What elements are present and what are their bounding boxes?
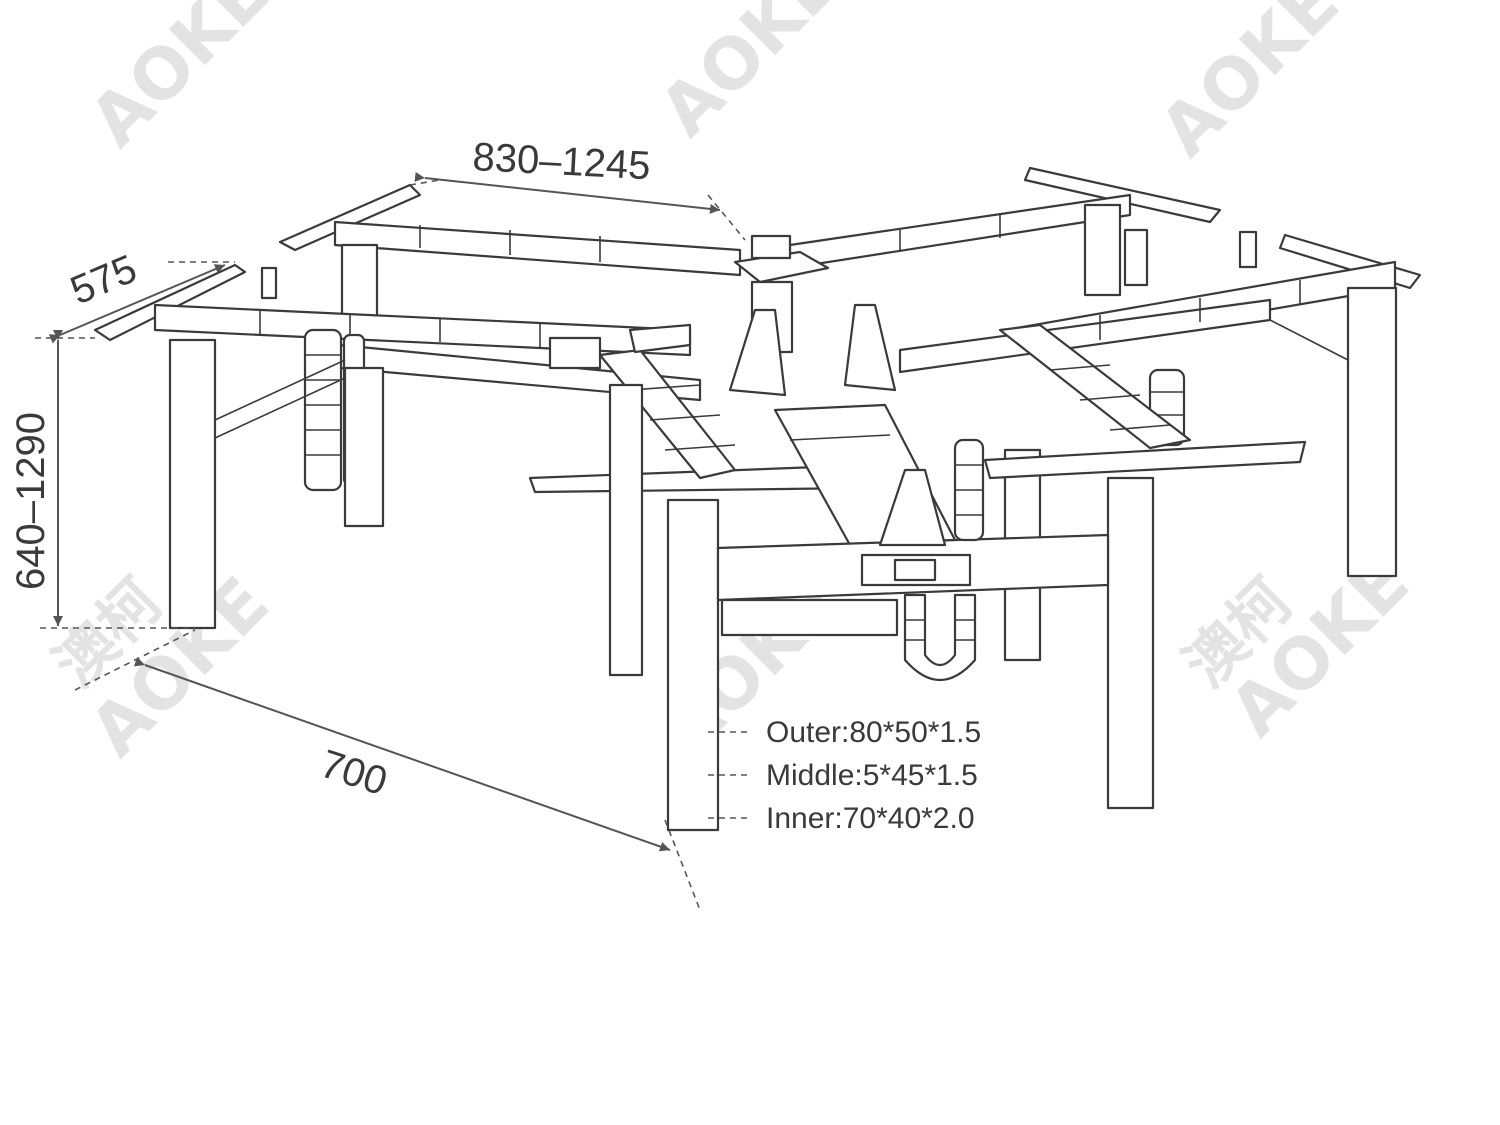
spec-inner: Inner:70*40*2.0 — [766, 802, 975, 835]
right-frame — [898, 230, 1422, 662]
spec-middle: Middle:5*45*1.5 — [766, 759, 978, 792]
dimension-lines — [35, 171, 750, 911]
depth-label: 575 — [64, 247, 143, 314]
front-left-frame — [528, 323, 872, 677]
height-range-label: 640–1290 — [9, 412, 53, 590]
spec-outer: Outer:80*50*1.5 — [766, 716, 981, 749]
center-hub — [728, 234, 897, 397]
back-right-frame — [788, 166, 1222, 297]
back-left-frame — [278, 183, 742, 337]
front-right-frame — [983, 323, 1307, 810]
watermark-text: AOKE — [1144, 0, 1355, 172]
front-center-assembly — [666, 403, 1110, 832]
width-span-label: 830–1245 — [472, 135, 652, 188]
length-label: 700 — [315, 742, 392, 804]
watermark-text: AOKE — [644, 0, 855, 152]
watermark-text: AOKE — [74, 0, 285, 162]
